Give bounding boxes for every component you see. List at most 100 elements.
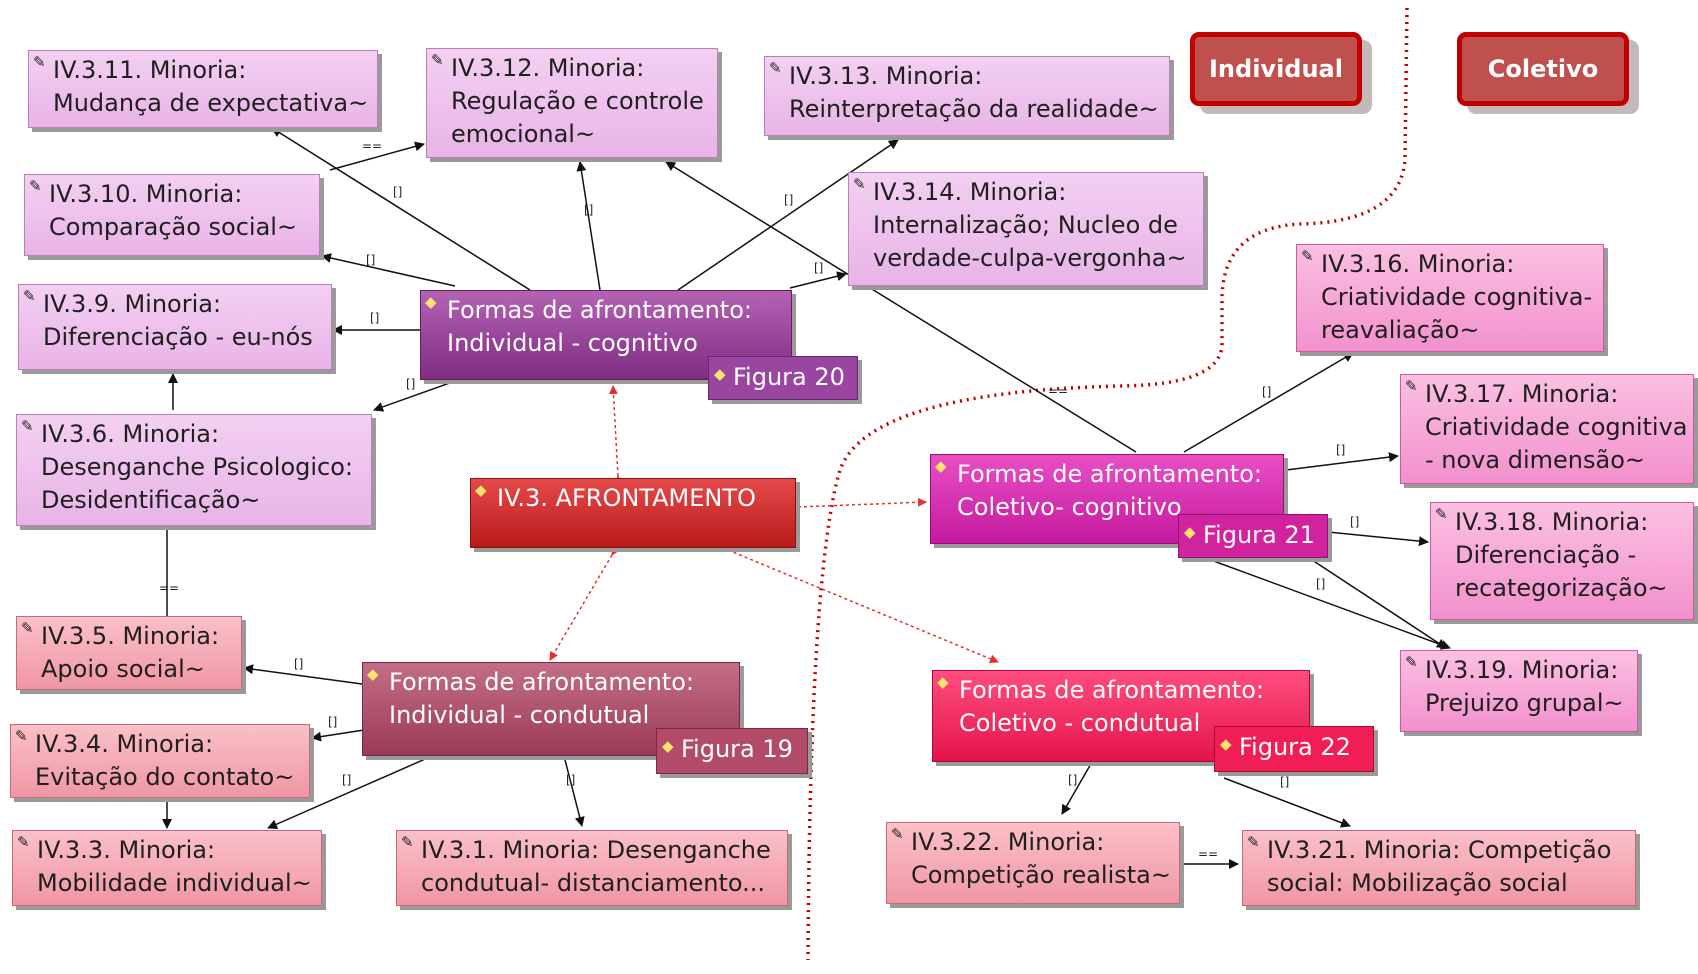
edge-label: ==	[1198, 847, 1219, 861]
legend-coletivo: Coletivo	[1457, 32, 1629, 106]
edge-label: ==	[1048, 384, 1069, 398]
note-text: - nova dimensão~	[1425, 446, 1645, 474]
edge-label: []	[1280, 775, 1290, 789]
note-iv-3-5[interactable]: ✎ IV.3.5. Minoria: Apoio social~	[16, 616, 242, 690]
note-iv-3-19[interactable]: ✎ IV.3.19. Minoria: Prejuizo grupal~	[1400, 650, 1638, 732]
figure-label: Figura 20	[733, 363, 845, 391]
figure-label: Figura 22	[1239, 733, 1351, 761]
note-iv-3-21[interactable]: ✎ IV.3.21. Minoria: Competição social: M…	[1242, 830, 1636, 906]
note-text: Mobilidade individual~	[37, 869, 312, 897]
note-title: IV.3.6. Minoria:	[41, 420, 220, 448]
note-iv-3-9[interactable]: ✎ IV.3.9. Minoria: Diferenciação - eu-nó…	[18, 284, 332, 370]
note-text: recategorização~	[1455, 574, 1668, 602]
note-text: Criatividade cognitiva	[1425, 413, 1688, 441]
code-individual-condutual[interactable]: ◆ Formas de afrontamento: Individual - c…	[362, 662, 740, 756]
edge-col-cog-n19a	[1199, 555, 1451, 650]
code-afrontamento[interactable]: ◆ IV.3. AFRONTAMENTO	[470, 478, 796, 548]
edge-ind-cog-n6	[373, 379, 459, 412]
edge-ind-cond-n5	[243, 664, 363, 685]
edge-n11-n12	[329, 141, 425, 171]
figure-22-link[interactable]: ◆ Figura 22	[1214, 726, 1374, 772]
quotation-note-icon: ✎	[1247, 833, 1260, 851]
note-text: Desidentificação~	[41, 486, 261, 514]
edge-label: []	[370, 311, 380, 325]
note-title: IV.3.17. Minoria:	[1425, 380, 1619, 408]
quotation-note-icon: ✎	[769, 59, 782, 77]
note-text: Diferenciação - eu-nós	[43, 323, 313, 351]
note-iv-3-1[interactable]: ✎ IV.3.1. Minoria: Desenganche condutual…	[396, 830, 788, 906]
code-diamond-icon: ◆	[935, 457, 947, 475]
note-title: IV.3.13. Minoria:	[789, 62, 983, 90]
note-text: Comparação social~	[49, 213, 298, 241]
note-text: Internalização; Nucleo de	[873, 211, 1178, 239]
note-iv-3-18[interactable]: ✎ IV.3.18. Minoria: Diferenciação - reca…	[1430, 502, 1694, 620]
quotation-note-icon: ✎	[891, 825, 904, 843]
edge-label: ==	[362, 139, 383, 153]
code-diamond-icon: ◆	[367, 665, 379, 683]
quotation-note-icon: ✎	[29, 177, 42, 195]
edge-label: []	[1336, 443, 1346, 457]
code-diamond-icon: ◆	[1220, 735, 1232, 753]
code-label: Coletivo- cognitivo	[957, 493, 1182, 521]
note-iv-3-14[interactable]: ✎ IV.3.14. Minoria: Internalização; Nucl…	[848, 172, 1204, 286]
edge-label: []	[294, 657, 304, 671]
code-label: Individual - cognitivo	[447, 329, 698, 357]
edge-col-cond-n21	[1223, 777, 1351, 828]
note-iv-3-4[interactable]: ✎ IV.3.4. Minoria: Evitação do contato~	[10, 724, 310, 798]
edge-label: []	[366, 253, 376, 267]
note-text: social: Mobilização social	[1267, 869, 1568, 897]
note-text: condutual- distanciamento...	[421, 869, 766, 897]
note-iv-3-16[interactable]: ✎ IV.3.16. Minoria: Criatividade cogniti…	[1296, 244, 1604, 352]
figure-label: Figura 21	[1203, 521, 1315, 549]
code-coletivo-condutual[interactable]: ◆ Formas de afrontamento: Coletivo - con…	[932, 670, 1310, 762]
code-label: Formas de afrontamento:	[957, 460, 1262, 488]
note-iv-3-10[interactable]: ✎ IV.3.10. Minoria: Comparação social~	[24, 174, 320, 256]
note-text: Apoio social~	[41, 655, 205, 683]
quotation-note-icon: ✎	[15, 727, 28, 745]
note-title: IV.3.22. Minoria:	[911, 828, 1105, 856]
edge-ind-cond-n1	[563, 755, 585, 827]
edge-ind-cog-n12	[576, 161, 601, 291]
edge-label: []	[566, 773, 576, 787]
code-label: IV.3. AFRONTAMENTO	[497, 484, 756, 512]
relation-ind-cog	[608, 385, 623, 485]
note-text: emocional~	[451, 120, 596, 148]
divider-line	[806, 7, 1409, 961]
figure-21-link[interactable]: ◆ Figura 21	[1178, 514, 1328, 558]
edge-label: []	[814, 261, 824, 275]
note-title: IV.3.4. Minoria:	[35, 730, 214, 758]
quotation-note-icon: ✎	[431, 51, 444, 69]
code-diamond-icon: ◆	[714, 365, 726, 383]
edge-label: []	[1068, 773, 1078, 787]
code-diamond-icon: ◆	[662, 737, 674, 755]
figure-label: Figura 19	[681, 735, 793, 763]
quotation-note-icon: ✎	[1405, 653, 1418, 671]
quotation-note-icon: ✎	[17, 833, 30, 851]
note-text: Regulação e controle	[451, 87, 704, 115]
note-iv-3-22[interactable]: ✎ IV.3.22. Minoria: Competição realista~	[886, 822, 1180, 904]
code-diamond-icon: ◆	[1184, 523, 1196, 541]
note-iv-3-13[interactable]: ✎ IV.3.13. Minoria: Reinterpretação da r…	[764, 56, 1170, 136]
figure-19-link[interactable]: ◆ Figura 19	[656, 728, 808, 774]
note-title: IV.3.11. Minoria:	[53, 56, 247, 84]
code-diamond-icon: ◆	[475, 481, 487, 499]
edge-ind-cog-n14	[789, 271, 847, 289]
note-iv-3-3[interactable]: ✎ IV.3.3. Minoria: Mobilidade individual…	[12, 830, 322, 906]
edge-col-cog-n18	[1327, 531, 1429, 547]
quotation-note-icon: ✎	[853, 175, 866, 193]
note-text: Evitação do contato~	[35, 763, 295, 791]
note-title: IV.3.18. Minoria:	[1455, 508, 1649, 536]
code-label: Formas de afrontamento:	[389, 668, 694, 696]
note-title: IV.3.3. Minoria:	[37, 836, 216, 864]
edge-label: []	[1316, 577, 1326, 591]
code-label: Formas de afrontamento:	[447, 296, 752, 324]
note-iv-3-6[interactable]: ✎ IV.3.6. Minoria: Desenganche Psicologi…	[16, 414, 372, 526]
edge-label: []	[328, 715, 338, 729]
note-iv-3-11[interactable]: ✎ IV.3.11. Minoria: Mudança de expectati…	[28, 50, 378, 128]
edge-label: []	[393, 185, 403, 199]
note-title: IV.3.19. Minoria:	[1425, 656, 1619, 684]
figure-20-link[interactable]: ◆ Figura 20	[708, 356, 858, 400]
note-iv-3-17[interactable]: ✎ IV.3.17. Minoria: Criatividade cogniti…	[1400, 374, 1694, 484]
edge-col-cog-n19b	[1305, 555, 1447, 649]
note-iv-3-12[interactable]: ✎ IV.3.12. Minoria: Regulação e controle…	[426, 48, 718, 158]
